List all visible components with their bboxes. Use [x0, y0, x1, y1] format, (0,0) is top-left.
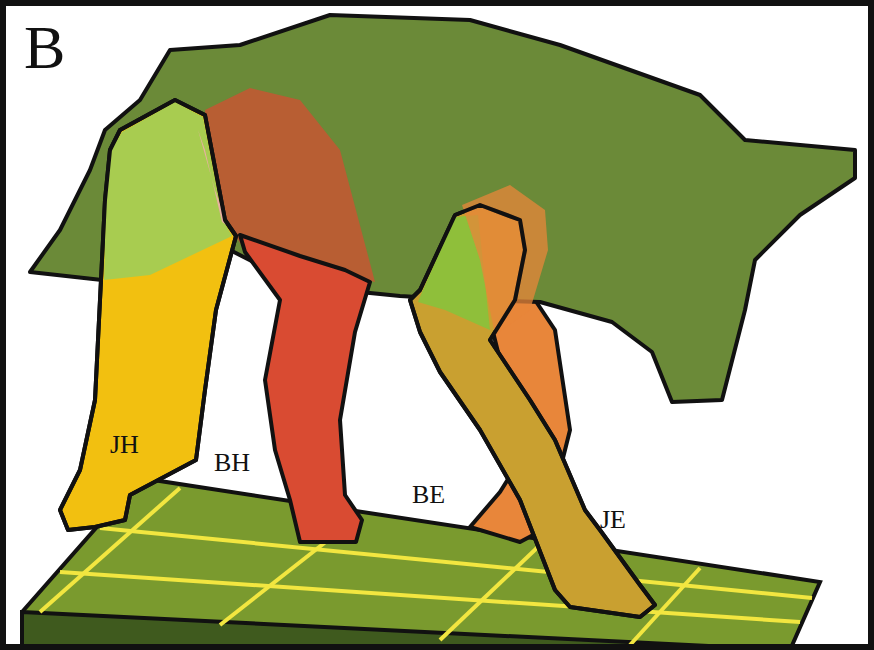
- panel-letter: B: [24, 16, 65, 78]
- leg-label: JE: [600, 507, 626, 533]
- jh-outline: [60, 100, 236, 530]
- leg-label: BE: [412, 482, 445, 508]
- platform-top: [22, 478, 820, 650]
- je-outline: [410, 205, 655, 617]
- frame: [3, 3, 871, 647]
- jh-leg: [60, 100, 236, 530]
- leg-label: JH: [110, 432, 139, 458]
- leg-label: BH: [214, 450, 250, 476]
- bh-leg: [240, 235, 370, 542]
- grid-line: [440, 545, 540, 640]
- platform-grid: [40, 488, 812, 645]
- grid-line: [100, 528, 812, 598]
